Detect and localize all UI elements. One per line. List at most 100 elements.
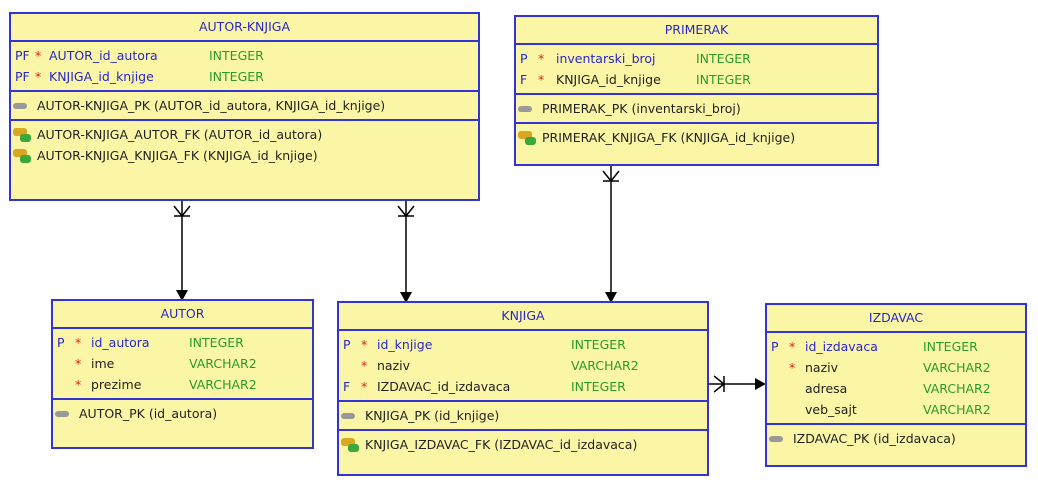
column-row[interactable]: veb_sajt VARCHAR2 — [769, 399, 1025, 420]
column-row[interactable]: adresa VARCHAR2 — [769, 378, 1025, 399]
column-name: id_izdavaca — [805, 339, 878, 354]
fk-section: PRIMERAK_KNJIGA_FK (KNJIGA_id_knjige) — [516, 124, 877, 151]
foreign-key-icon — [13, 127, 33, 142]
column-name: KNJIGA_id_knjige — [49, 69, 154, 84]
key-flag: F* — [520, 72, 545, 87]
foreign-key[interactable]: PRIMERAK_KNJIGA_FK (KNJIGA_id_knjige) — [518, 127, 877, 148]
relation-autor-knjiga-autor — [173, 200, 191, 294]
table-title: AUTOR — [53, 301, 312, 329]
column-row[interactable]: P* id_autora INTEGER — [55, 332, 312, 353]
column-row[interactable]: F* KNJIGA_id_knjige INTEGER — [518, 69, 877, 90]
column-type: VARCHAR2 — [923, 360, 991, 375]
key-flag: PF* — [15, 69, 42, 84]
pk-label: PRIMERAK_PK (inventarski_broj) — [542, 101, 741, 116]
fk-label: AUTOR-KNJIGA_KNJIGA_FK (KNJIGA_id_knjige… — [37, 148, 318, 163]
column-type: INTEGER — [209, 69, 264, 84]
arrow-head — [605, 292, 617, 303]
relation-autor-knjiga-knjiga — [397, 200, 415, 296]
column-name: naziv — [805, 360, 839, 375]
column-row[interactable]: P* id_izdavaca INTEGER — [769, 336, 1025, 357]
arrow-head — [400, 292, 412, 303]
column-name: veb_sajt — [805, 402, 857, 417]
column-type: INTEGER — [571, 337, 626, 352]
table-title: KNJIGA — [339, 303, 707, 331]
fk-label: AUTOR-KNJIGA_AUTOR_FK (AUTOR_id_autora) — [37, 127, 323, 142]
pk-label: AUTOR-KNJIGA_PK (AUTOR_id_autora, KNJIGA… — [37, 98, 386, 113]
foreign-key[interactable]: AUTOR-KNJIGA_AUTOR_FK (AUTOR_id_autora) — [13, 124, 478, 145]
column-type: INTEGER — [189, 335, 244, 350]
fk-label: PRIMERAK_KNJIGA_FK (KNJIGA_id_knjige) — [542, 130, 796, 145]
key-icon — [518, 102, 538, 116]
pk-section: AUTOR_PK (id_autora) — [53, 400, 312, 427]
pk-section: PRIMERAK_PK (inventarski_broj) — [516, 95, 877, 124]
foreign-key[interactable]: AUTOR-KNJIGA_KNJIGA_FK (KNJIGA_id_knjige… — [13, 145, 478, 166]
foreign-key-icon — [341, 437, 361, 452]
relation-knjiga-izdavac — [708, 375, 759, 393]
pk-label: IZDAVAC_PK (id_izdavaca) — [793, 431, 956, 446]
column-type: INTEGER — [696, 72, 751, 87]
fk-section: KNJIGA_IZDAVAC_FK (IZDAVAC_id_izdavaca) — [339, 431, 707, 458]
primary-key[interactable]: AUTOR-KNJIGA_PK (AUTOR_id_autora, KNJIGA… — [13, 95, 478, 116]
arrow-head — [176, 290, 188, 301]
pk-section: KNJIGA_PK (id_knjige) — [339, 402, 707, 431]
fk-section: AUTOR-KNJIGA_AUTOR_FK (AUTOR_id_autora) A… — [11, 121, 478, 169]
foreign-key-icon — [518, 130, 538, 145]
column-type: VARCHAR2 — [571, 358, 639, 373]
column-type: INTEGER — [209, 48, 264, 63]
column-type: VARCHAR2 — [923, 402, 991, 417]
column-name: AUTOR_id_autora — [49, 48, 158, 63]
primary-key[interactable]: IZDAVAC_PK (id_izdavaca) — [769, 428, 1025, 449]
primary-key[interactable]: KNJIGA_PK (id_knjige) — [341, 405, 707, 426]
column-type: INTEGER — [923, 339, 978, 354]
pk-label: KNJIGA_PK (id_knjige) — [365, 408, 500, 423]
column-name: prezime — [91, 377, 142, 392]
foreign-key[interactable]: KNJIGA_IZDAVAC_FK (IZDAVAC_id_izdavaca) — [341, 434, 707, 455]
fk-label: KNJIGA_IZDAVAC_FK (IZDAVAC_id_izdavaca) — [365, 437, 638, 452]
primary-key[interactable]: AUTOR_PK (id_autora) — [55, 403, 312, 424]
key-icon — [769, 432, 789, 446]
key-flag: PF* — [15, 48, 42, 63]
column-row[interactable]: PF* KNJIGA_id_knjige INTEGER — [13, 66, 478, 87]
column-type: VARCHAR2 — [189, 377, 257, 392]
key-flag: F* — [343, 379, 368, 394]
column-name: adresa — [805, 381, 848, 396]
arrow-head — [755, 378, 766, 390]
column-name: naziv — [377, 358, 411, 373]
key-flag: P* — [57, 335, 82, 350]
table-title: PRIMERAK — [516, 17, 877, 45]
key-flag: P* — [771, 339, 796, 354]
column-name: KNJIGA_id_knjige — [556, 72, 661, 87]
column-row[interactable]: PF* AUTOR_id_autora INTEGER — [13, 45, 478, 66]
key-icon — [55, 407, 75, 421]
column-name: ime — [91, 356, 115, 371]
pk-section: IZDAVAC_PK (id_izdavaca) — [767, 425, 1025, 452]
key-icon — [13, 99, 33, 113]
foreign-key-icon — [13, 148, 33, 163]
column-name: id_autora — [91, 335, 150, 350]
column-type: INTEGER — [571, 379, 626, 394]
pk-section: AUTOR-KNJIGA_PK (AUTOR_id_autora, KNJIGA… — [11, 92, 478, 121]
primary-key[interactable]: PRIMERAK_PK (inventarski_broj) — [518, 98, 877, 119]
column-type: INTEGER — [696, 51, 751, 66]
column-type: VARCHAR2 — [189, 356, 257, 371]
pk-label: AUTOR_PK (id_autora) — [79, 406, 218, 421]
column-type: VARCHAR2 — [923, 381, 991, 396]
